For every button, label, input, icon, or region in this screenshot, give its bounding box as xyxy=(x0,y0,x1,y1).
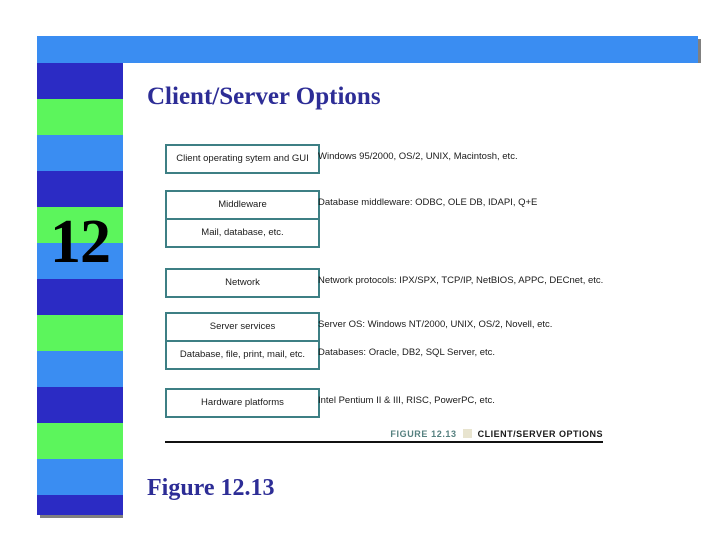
database-examples-label: Databases: Oracle, DB2, SQL Server, etc. xyxy=(318,347,496,358)
figure-caption-text: FIGURE 12.13 CLIENT/SERVER OPTIONS xyxy=(390,426,603,439)
stripe-light-blue-4 xyxy=(37,459,123,495)
client-os-examples-label: Windows 95/2000, OS/2, UNIX, Macintosh, … xyxy=(318,151,518,162)
middleware-cell: Middleware xyxy=(167,192,318,218)
figure-number-label: FIGURE 12.13 xyxy=(390,429,457,439)
figure-caption: FIGURE 12.13 CLIENT/SERVER OPTIONS xyxy=(165,426,603,448)
hardware-platforms-cell: Hardware platforms xyxy=(167,390,318,416)
client-os-gui-cell: Client operating sytem and GUI xyxy=(167,146,318,172)
client-layer-box: Client operating sytem and GUI xyxy=(165,144,320,174)
stripe-dark-blue-4 xyxy=(37,387,123,423)
middleware-examples-label: Database middleware: ODBC, OLE DB, IDAPI… xyxy=(318,197,538,208)
caption-swatch-icon xyxy=(462,429,472,438)
stripe-green-3 xyxy=(37,315,123,351)
network-cell: Network xyxy=(167,270,318,296)
network-examples-label: Network protocols: IPX/SPX, TCP/IP, NetB… xyxy=(318,275,604,286)
page-title: Client/Server Options xyxy=(147,83,381,110)
figure-caption-rule xyxy=(165,441,603,443)
stripe-green-1 xyxy=(37,99,123,135)
top-banner-bar xyxy=(37,36,698,63)
network-layer-box: Network xyxy=(165,268,320,298)
figure-caption-title: CLIENT/SERVER OPTIONS xyxy=(477,429,603,439)
hardware-examples-label: Intel Pentium II & III, RISC, PowerPC, e… xyxy=(318,395,495,406)
stripe-light-blue-3 xyxy=(37,351,123,387)
stripe-dark-blue-5 xyxy=(37,495,123,515)
stripe-light-blue-1 xyxy=(37,135,123,171)
server-resources-cell: Database, file, print, mail, etc. xyxy=(167,340,318,368)
server-os-examples-label: Server OS: Windows NT/2000, UNIX, OS/2, … xyxy=(318,319,553,330)
stripe-dark-blue-1 xyxy=(37,63,123,99)
server-services-cell: Server services xyxy=(167,314,318,340)
figure-label: Figure 12.13 xyxy=(147,475,275,501)
stripe-dark-blue-2 xyxy=(37,171,123,207)
chapter-stripe-sidebar xyxy=(37,63,123,515)
hardware-layer-box: Hardware platforms xyxy=(165,388,320,418)
stripe-green-2 xyxy=(37,207,123,243)
chapter-number: 12 xyxy=(50,208,111,276)
stripe-dark-blue-3 xyxy=(37,279,123,315)
middleware-services-cell: Mail, database, etc. xyxy=(167,218,318,246)
stripe-green-4 xyxy=(37,423,123,459)
stripe-light-blue-2 xyxy=(37,243,123,279)
